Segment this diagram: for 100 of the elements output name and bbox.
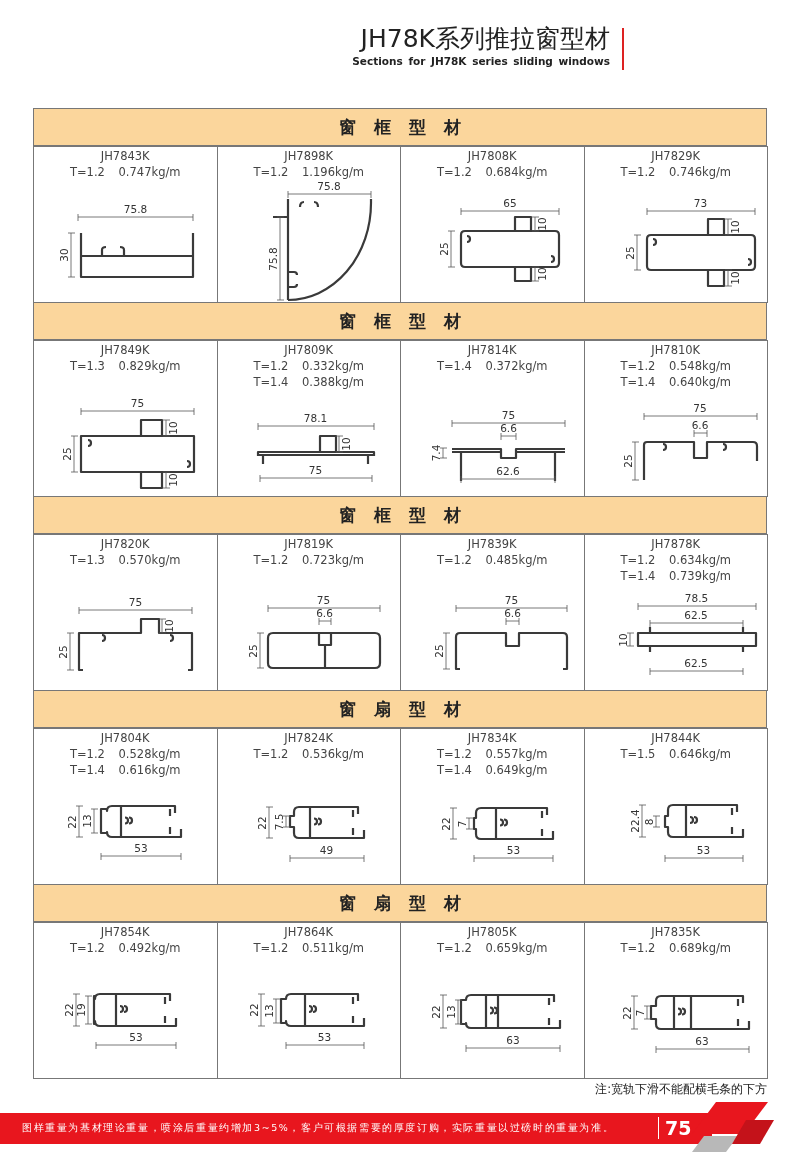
weight-spec: T=1.4 0.388kg/m xyxy=(253,375,365,389)
dimension-label: 75.8 xyxy=(317,181,341,192)
weight-spec: T=1.2 1.196kg/m xyxy=(253,165,365,179)
dimension-label: 25 xyxy=(624,245,635,260)
table-cell xyxy=(33,534,218,691)
dimension-label: 6.6 xyxy=(504,608,521,619)
profile-code: JH7805K xyxy=(467,925,517,939)
weight-spec: T=1.4 0.649kg/m xyxy=(436,763,548,777)
section-band xyxy=(33,108,767,146)
dimension-label: 13 xyxy=(263,1004,274,1018)
profile-code: JH7854K xyxy=(100,925,150,939)
weight-spec: T=1.5 0.646kg/m xyxy=(620,747,732,761)
profile-code: JH7839K xyxy=(467,537,517,551)
profile-code: JH7844K xyxy=(651,731,701,745)
dimension-label: 10 xyxy=(163,619,175,633)
dimension-label: 75.8 xyxy=(123,204,148,215)
footer-note: 图样重量为基材理论重量，喷涂后重量约增加3~5%，客户可根据需要的厚度订购，实际重量以过磅时的重量为准。 xyxy=(22,1122,615,1135)
weight-spec: T=1.2 0.511kg/m xyxy=(253,941,365,955)
weight-spec: T=1.2 0.689kg/m xyxy=(620,941,732,955)
dimension-label: 22 xyxy=(256,815,267,830)
profile-code: JH7810K xyxy=(651,343,701,357)
table-cell xyxy=(216,922,401,1079)
weight-spec: T=1.2 0.548kg/m xyxy=(620,359,732,373)
dimension-label: 25 xyxy=(622,454,633,468)
section-heading: 窗扇型材 xyxy=(339,697,479,721)
dimension-label: 22 xyxy=(66,814,78,829)
dimension-label: 75.8 xyxy=(267,246,278,271)
weight-spec: T=1.2 0.528kg/m xyxy=(69,747,181,761)
dimension-label: 53 xyxy=(129,1032,143,1043)
dimension-label: 19 xyxy=(75,1003,87,1017)
dimension-label: 75 xyxy=(308,465,323,476)
dimension-label: 7.5 xyxy=(273,813,284,830)
section-band xyxy=(33,884,767,922)
weight-spec: T=1.2 0.723kg/m xyxy=(253,553,365,567)
dimension-label: 25 xyxy=(61,447,73,461)
dimension-label: 10 xyxy=(617,632,628,647)
dimension-label: 30 xyxy=(58,248,70,262)
table-cell xyxy=(583,534,768,691)
table-cell xyxy=(33,922,218,1079)
table-cell xyxy=(33,728,218,885)
section-heading: 窗扇型材 xyxy=(339,891,479,915)
weight-spec: T=1.3 0.570kg/m xyxy=(69,553,181,567)
weight-spec: T=1.2 0.659kg/m xyxy=(436,941,548,955)
dimension-label: 62.6 xyxy=(496,466,520,477)
dimension-label: 10 xyxy=(167,473,179,487)
table-cell xyxy=(583,340,768,497)
dimension-label: 25 xyxy=(433,644,445,658)
dimension-label: 6.6 xyxy=(500,423,517,434)
dimension-label: 75 xyxy=(504,595,519,606)
dimension-label: 10 xyxy=(340,437,351,451)
dimension-label: 6.6 xyxy=(691,420,709,431)
weight-spec: T=1.2 0.557kg/m xyxy=(436,747,548,761)
section-band xyxy=(33,302,767,340)
profile-code: JH7809K xyxy=(284,343,334,357)
dimension-label: 78.1 xyxy=(303,413,328,424)
weight-spec: T=1.4 0.739kg/m xyxy=(620,569,732,583)
profile-code: JH7804K xyxy=(100,731,150,745)
dimension-label: 49 xyxy=(319,845,334,856)
section-band xyxy=(33,690,767,728)
table-cell xyxy=(583,728,768,885)
dimension-label: 22 xyxy=(63,1003,75,1017)
dimension-label: 75 xyxy=(128,597,143,608)
dimension-label: 22 xyxy=(248,1003,259,1017)
dimension-label: 22 xyxy=(440,816,452,831)
dimension-label: 53 xyxy=(506,845,521,856)
profile-code: JH7819K xyxy=(284,537,334,551)
profile-code: JH7814K xyxy=(467,343,517,357)
dimension-label: 75 xyxy=(693,403,707,414)
dimension-label: 10 xyxy=(729,220,740,234)
dimension-label: 25 xyxy=(247,643,258,658)
dimension-label: 73 xyxy=(693,198,708,209)
dimension-label: 63 xyxy=(506,1035,520,1046)
weight-spec: T=1.2 0.332kg/m xyxy=(253,359,365,373)
dimension-label: 6.6 xyxy=(316,608,333,619)
table-cell xyxy=(583,922,768,1079)
section-heading: 窗框型材 xyxy=(339,503,479,527)
dimension-label: 78.5 xyxy=(684,593,709,604)
dimension-label: 10 xyxy=(536,267,548,281)
section-heading: 窗框型材 xyxy=(339,309,479,333)
dimension-label: 63 xyxy=(695,1036,709,1047)
profile-code: JH7824K xyxy=(284,731,334,745)
dimension-label: 10 xyxy=(729,271,740,285)
page-number: 75 xyxy=(658,1117,692,1139)
dimension-label: 7.4 xyxy=(430,444,442,462)
dimension-label: 62.5 xyxy=(684,658,708,669)
dimension-label: 13 xyxy=(445,1005,457,1019)
profile-code: JH7834K xyxy=(467,731,517,745)
weight-spec: T=1.2 0.684kg/m xyxy=(436,165,548,179)
profile-code: JH7849K xyxy=(100,343,150,357)
dimension-label: 53 xyxy=(134,843,148,854)
weight-spec: T=1.2 0.634kg/m xyxy=(620,553,732,567)
page-subtitle: Sections for JH78K series sliding windows xyxy=(352,55,610,67)
table-cell xyxy=(33,340,218,497)
dimension-label: 7 xyxy=(634,1009,645,1016)
dimension-label: 22 xyxy=(621,1005,632,1020)
table-cell xyxy=(216,146,401,303)
profile-code: JH7898K xyxy=(284,149,334,163)
table-cell xyxy=(33,146,218,303)
dimension-label: 25 xyxy=(57,644,69,659)
footnote: 注:宽轨下滑不能配横毛条的下方 xyxy=(595,1082,767,1097)
